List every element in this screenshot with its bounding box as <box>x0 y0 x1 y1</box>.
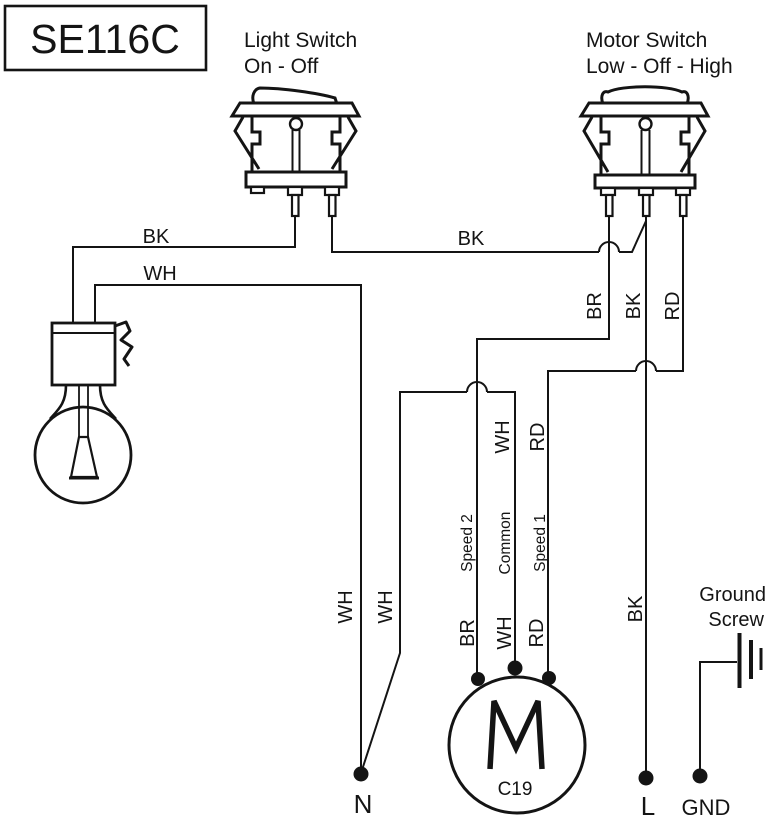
wire-wh-common-to-n <box>361 391 467 771</box>
wire-bk-bridge-left <box>331 216 599 253</box>
motor-switch-title: Motor Switch <box>586 29 707 52</box>
label-br-motor: BR <box>457 619 479 647</box>
light-switch-base <box>244 170 348 189</box>
model-box-frame <box>3 4 208 72</box>
lamp-clip <box>114 320 134 367</box>
wire-rd-right <box>656 216 684 372</box>
label-bk-bridge: BK <box>458 228 485 250</box>
label-bk-top: BK <box>623 292 645 319</box>
label-speed1: Speed 1 <box>532 514 549 572</box>
light-switch-bezel <box>229 101 362 118</box>
terminal-n-label: N <box>354 789 373 819</box>
label-rd-motor: RD <box>526 619 548 648</box>
lamp-globe <box>33 405 133 505</box>
light-switch-symbol <box>229 86 362 218</box>
label-wh-neutral-a: WH <box>335 590 357 623</box>
ground-screw-symbol <box>737 633 763 688</box>
light-switch-pivot <box>288 116 304 132</box>
label-bk-lamp: BK <box>143 226 170 248</box>
light-switch-rocker <box>251 86 340 106</box>
light-switch-pin-2 <box>327 193 337 218</box>
light-switch-foot <box>249 185 266 195</box>
light-switch-terminal-2 <box>323 185 341 197</box>
terminal-l-label: L <box>641 791 655 821</box>
motor-switch-pivot <box>638 116 653 132</box>
light-switch-positions: On - Off <box>244 55 318 78</box>
model-box: SE116C <box>3 4 208 72</box>
motor-terminal-speed2-dot <box>471 672 485 686</box>
label-speed2: Speed 2 <box>459 514 476 572</box>
motor-switch-bezel <box>578 101 711 118</box>
label-common: Common <box>497 512 514 575</box>
terminal-gnd-dot <box>692 768 708 784</box>
wire-bk-lamp <box>72 216 296 323</box>
wire-bk-bridge-right <box>619 220 647 253</box>
light-switch-pin-1 <box>290 193 300 218</box>
motor-letter-m <box>487 699 545 770</box>
motor-symbol: C19 <box>447 660 587 815</box>
motor-switch-symbol <box>578 85 711 218</box>
motor-switch-positions: Low - Off - High <box>586 55 733 78</box>
label-wh-lamp: WH <box>143 263 176 285</box>
label-bk-line: BK <box>625 595 647 622</box>
ground-label-line1: Ground <box>699 584 766 606</box>
label-rd-speed1-upper: RD <box>527 423 549 452</box>
motor-switch-pin-3 <box>678 193 688 218</box>
light-switch-title: Light Switch <box>244 29 357 52</box>
wire-wh-common-hop <box>466 381 488 393</box>
motor-switch-pin-1 <box>604 193 614 218</box>
wire-wh-common-right <box>487 391 516 662</box>
light-switch-terminal-1 <box>286 185 304 197</box>
label-wh-motor: WH <box>494 616 516 649</box>
label-wh-common-upper: WH <box>492 420 514 453</box>
motor-terminal-speed1-dot <box>542 671 556 685</box>
label-rd-top: RD <box>662 292 684 321</box>
terminal-gnd-label: GND <box>682 795 731 820</box>
lamp-symbol <box>33 320 134 505</box>
model-code: SE116C <box>30 16 180 62</box>
wire-gnd <box>699 661 737 771</box>
motor-switch-pin-2 <box>641 193 651 218</box>
terminal-n-dot <box>353 766 369 782</box>
ground-label-line2: Screw <box>708 609 764 631</box>
wire-br-speed2 <box>476 216 610 673</box>
wire-wh-lamp-to-n <box>94 284 362 768</box>
wire-rd-hop <box>635 360 657 372</box>
motor-switch-base <box>593 173 697 190</box>
lamp-filament-support <box>69 435 99 479</box>
terminal-l-dot <box>638 770 654 786</box>
motor-terminal-common-dot <box>507 660 523 676</box>
wire-rd-speed1 <box>547 370 636 672</box>
motor-code: C19 <box>498 779 533 800</box>
label-br-top: BR <box>584 292 606 320</box>
label-wh-neutral-b: WH <box>375 590 397 623</box>
motor-switch-rocker <box>600 85 690 106</box>
